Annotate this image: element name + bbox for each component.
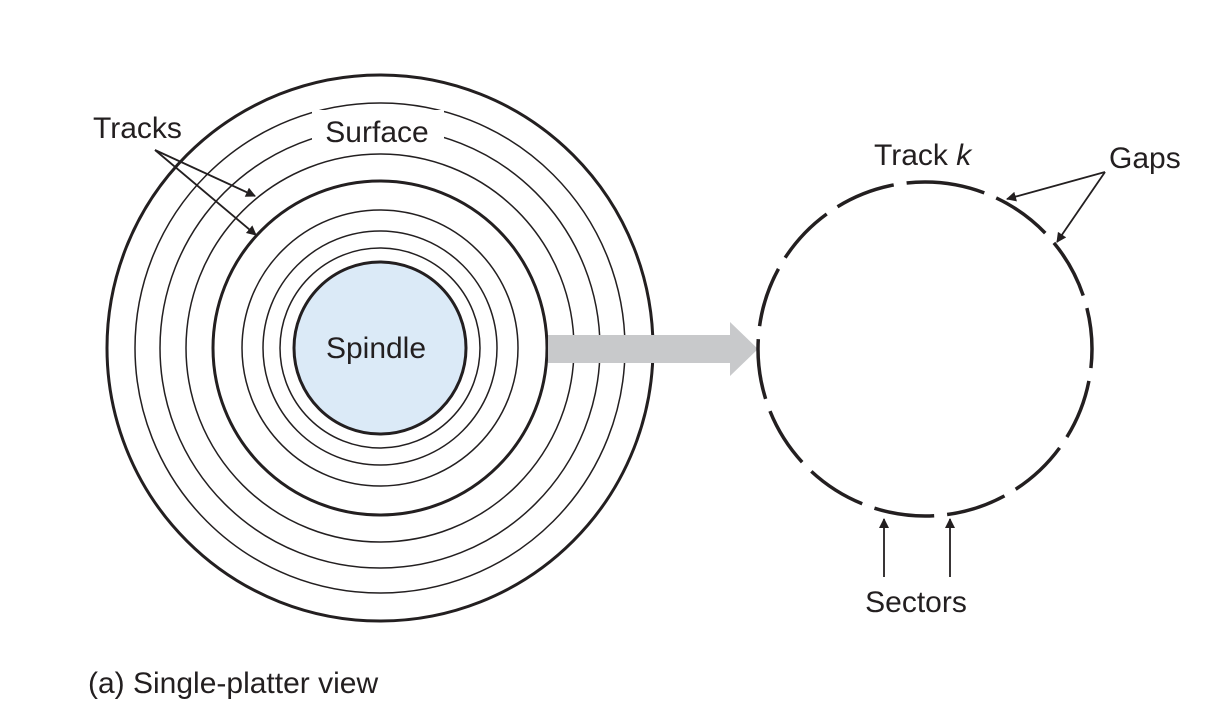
gap-pointer-arrow — [1006, 171, 1106, 202]
track-k-label-var: k — [956, 139, 973, 172]
track-k-label-prefix: Track — [874, 139, 956, 172]
gap-pointer-arrow — [1056, 171, 1106, 243]
figure-caption: (a) Single-platter view — [88, 667, 379, 700]
sectors-label: Sectors — [865, 586, 967, 619]
tracks-label: Tracks — [93, 112, 182, 145]
track-ring — [279, 247, 481, 449]
track-ring — [262, 230, 498, 466]
surface-boundary-ring — [211, 179, 549, 517]
spindle-label: Spindle — [326, 332, 426, 365]
track-k-label: Track k — [874, 139, 973, 172]
spindle — [292, 260, 468, 436]
track-ring — [241, 209, 519, 487]
disk-diagram: Spindle Surface Tracks Track k Gaps Sect… — [93, 73, 1181, 623]
zoom-arrow — [548, 322, 758, 376]
surface-label: Surface — [325, 116, 428, 149]
track-k-sectors-ring — [756, 180, 1094, 518]
gaps-label: Gaps — [1109, 142, 1181, 175]
tracks-pointer-arrow — [154, 149, 257, 236]
tracks-pointer-arrow — [154, 149, 256, 197]
